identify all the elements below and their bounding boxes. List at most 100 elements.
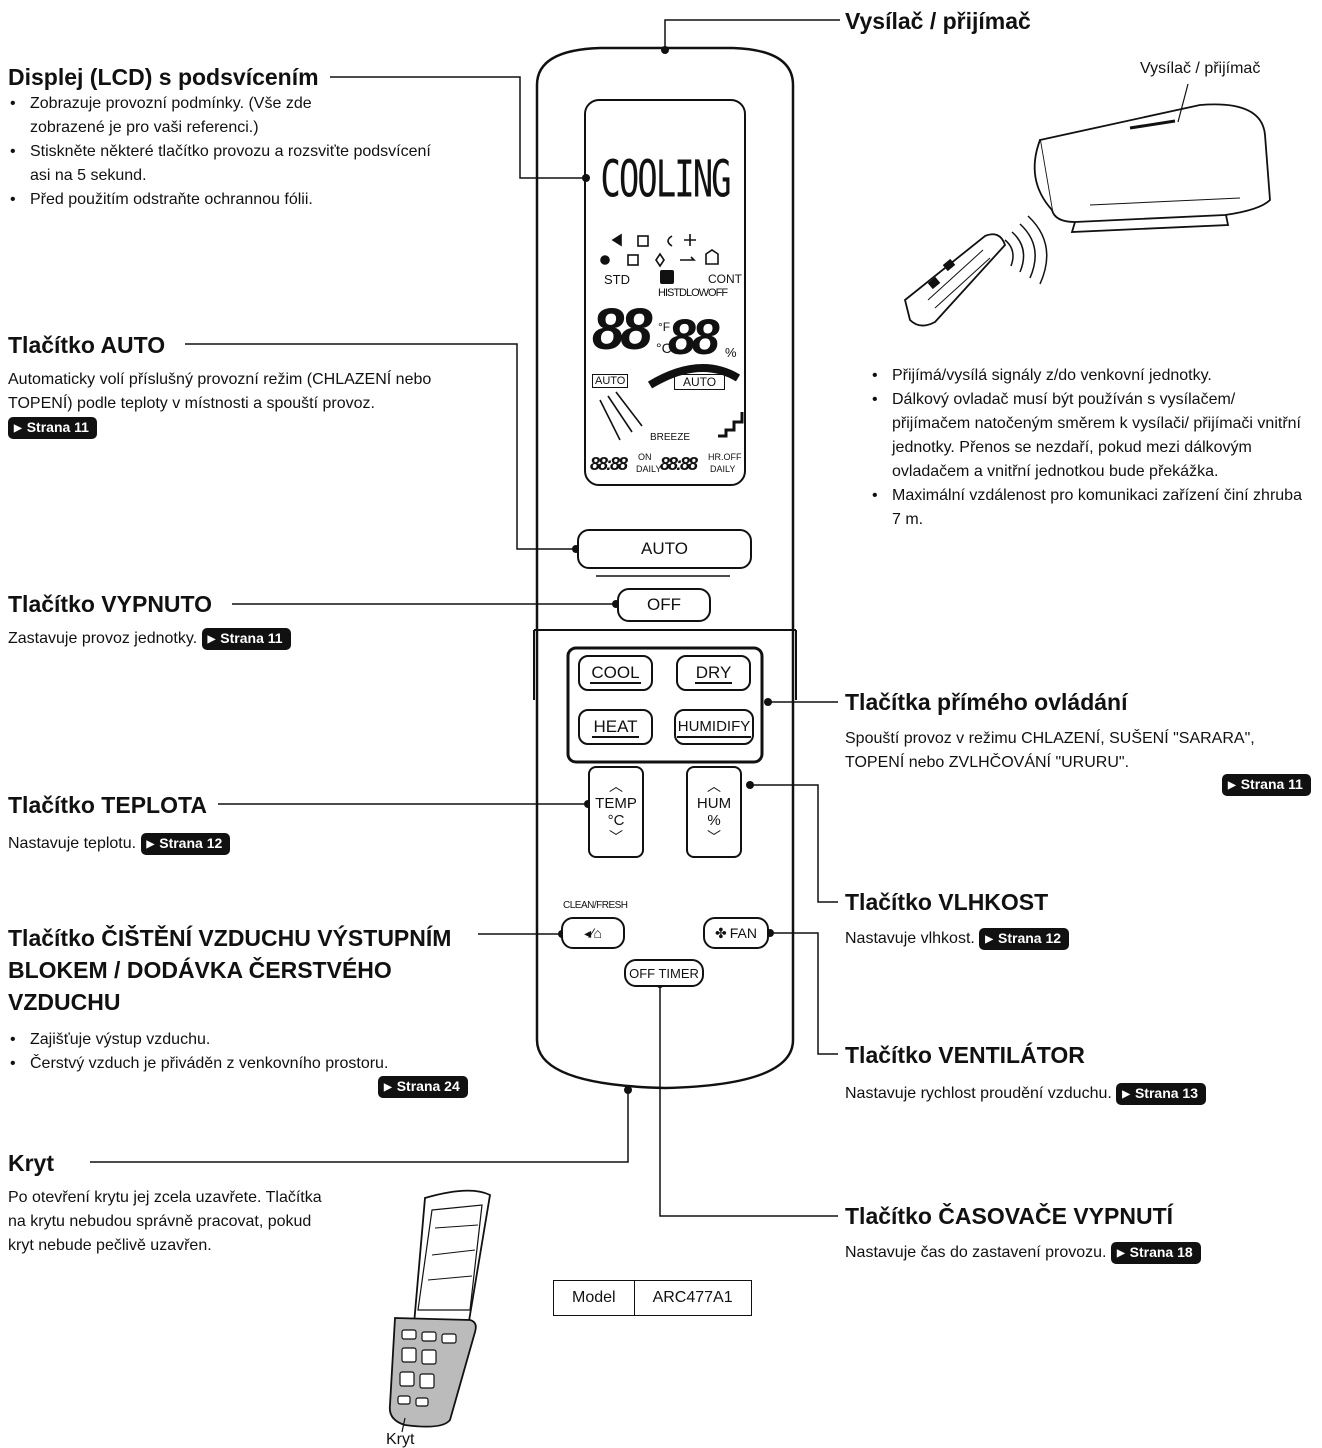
direct-buttons-frame xyxy=(566,646,764,764)
off-text: Zastavuje provoz jednotky. xyxy=(8,630,198,647)
auto-page-ref-label: Strana 11 xyxy=(26,418,89,435)
clean-bullet: Zajišťuje výstup vzduchu. xyxy=(8,1028,478,1052)
lcd-icons xyxy=(599,233,744,441)
direct-page-ref-label: Strana 11 xyxy=(1240,776,1303,792)
transmitter-bullet: Přijímá/vysílá signály z/do venkovní jed… xyxy=(870,364,1320,388)
lcd-daily: DAILY xyxy=(636,464,662,474)
temp-heading: Tlačítko TEPLOTA xyxy=(8,792,207,818)
lcd-auto-mid: AUTO xyxy=(674,374,726,390)
timer-page-ref[interactable]: ▶ Strana 18 xyxy=(1110,1241,1201,1264)
clean-page-ref-wrap: ▶ Strana 24 xyxy=(378,1076,468,1098)
lcd-breeze: BREEZE xyxy=(650,432,691,443)
auto-page-ref[interactable]: ▶ Strana 11 xyxy=(8,416,97,439)
off-timer-button-label: OFF TIMER xyxy=(629,965,699,981)
lcd-unit-f: °F xyxy=(658,320,671,334)
clean-heading: Tlačítko ČIŠTĚNÍ VZDUCHU VÝSTUPNÍM BLOKE… xyxy=(8,925,452,1015)
direct-page-ref[interactable]: ▶ Strana 11 xyxy=(1222,774,1311,796)
direct-description: Spouští provoz v režimu CHLAZENÍ, SUŠENÍ… xyxy=(845,730,1255,771)
play-icon: ▶ xyxy=(985,933,993,945)
fan-description: Nastavuje rychlost proudění vzduchu. ▶St… xyxy=(845,1082,1315,1106)
clean-page-ref[interactable]: ▶ Strana 24 xyxy=(378,1076,468,1098)
temp-text: Nastavuje teplotu. xyxy=(8,835,137,852)
auto-button[interactable]: AUTO xyxy=(577,529,752,569)
auto-button-label: AUTO xyxy=(641,539,688,558)
off-button[interactable]: OFF xyxy=(617,588,711,622)
off-timer-button[interactable]: OFF TIMER xyxy=(624,959,704,987)
lcd-mode-text: COOLING xyxy=(600,150,731,210)
fan-heading: Tlačítko VENTILÁTOR xyxy=(845,1042,1085,1068)
temp-button-label: TEMP xyxy=(595,795,637,812)
fan-button[interactable]: ✤ FAN xyxy=(703,917,769,949)
clean-fresh-label: CLEAN/FRESH xyxy=(563,900,628,911)
humidify-button[interactable]: HUMIDIFY xyxy=(674,709,754,745)
lcd-auto-left: AUTO xyxy=(592,374,629,388)
off-button-label: OFF xyxy=(647,595,681,614)
timer-heading: Tlačítko ČASOVAČE VYPNUTÍ xyxy=(845,1203,1174,1229)
remote-small-illustration xyxy=(903,233,1007,327)
hum-button-label: HUM xyxy=(696,795,732,812)
temp-page-ref[interactable]: ▶Strana 12 xyxy=(140,832,231,855)
lcd-std-label: STD xyxy=(604,272,630,287)
off-description: Zastavuje provoz jednotky. ▶Strana 11 xyxy=(8,627,458,651)
hum-description: Nastavuje vlhkost. ▶Strana 12 xyxy=(845,927,1315,951)
play-icon: ▶ xyxy=(14,422,22,434)
clean-fresh-icon: ◂⁄⌂ xyxy=(584,924,602,941)
indoor-unit xyxy=(1033,103,1271,233)
clean-bullets: Zajišťuje výstup vzduchu. Čerstvý vzduch… xyxy=(8,1028,478,1076)
play-icon: ▶ xyxy=(1116,1247,1125,1259)
heat-button-label: HEAT xyxy=(592,716,639,738)
heat-button[interactable]: HEAT xyxy=(578,709,653,745)
direct-heading: Tlačítka přímého ovládání xyxy=(845,689,1128,715)
display-bullets: Zobrazuje provozní podmínky. (Vše zde zo… xyxy=(8,92,468,212)
off-page-ref[interactable]: ▶Strana 11 xyxy=(201,627,291,650)
cool-button[interactable]: COOL xyxy=(578,655,653,691)
temp-button-unit: °C xyxy=(607,812,625,829)
transmitter-heading: Vysílač / přijímač xyxy=(845,8,1031,34)
transmitter-bullet: Dálkový ovladač musí být používán s vysí… xyxy=(870,388,1312,484)
auto-text: Automaticky volí příslušný provozní reži… xyxy=(8,371,432,412)
hum-page-ref[interactable]: ▶Strana 12 xyxy=(979,927,1070,950)
auto-description: Automaticky volí příslušný provozní reži… xyxy=(8,368,458,440)
play-icon: ▶ xyxy=(146,838,155,850)
play-icon: ▶ xyxy=(384,1082,392,1093)
chevron-up-icon: ︿ xyxy=(707,778,721,794)
fan-text: Nastavuje rychlost proudění vzduchu. xyxy=(845,1085,1112,1102)
hum-heading: Tlačítko VLHKOST xyxy=(845,889,1049,915)
model-label: Model xyxy=(572,1289,616,1306)
lcd-frame xyxy=(584,99,746,486)
clean-page-ref-label: Strana 24 xyxy=(396,1078,460,1094)
fan-icon: ✤ xyxy=(715,924,727,941)
display-bullet: Stiskněte některé tlačítko provozu a roz… xyxy=(8,140,450,188)
lcd-timer-right: 88:88 xyxy=(660,454,698,474)
model-value: ARC477A1 xyxy=(633,1281,751,1315)
lcd-fanspeed-label: HISTDLOWOFF xyxy=(658,287,728,299)
fan-page-ref[interactable]: ▶Strana 13 xyxy=(1116,1082,1207,1105)
temp-description: Nastavuje teplotu. ▶Strana 12 xyxy=(8,832,458,856)
remote-body xyxy=(535,46,795,1090)
hum-button[interactable]: ︿ HUM % ﹀ xyxy=(686,766,742,858)
auto-heading: Tlačítko AUTO xyxy=(8,332,166,358)
humidify-button-label: HUMIDIFY xyxy=(676,717,752,738)
play-icon: ▶ xyxy=(207,633,216,645)
play-icon: ▶ xyxy=(1228,780,1236,791)
lcd-percent: % xyxy=(725,345,737,360)
play-icon: ▶ xyxy=(1122,1088,1130,1100)
dry-button[interactable]: DRY xyxy=(676,655,751,691)
display-heading: Displej (LCD) s podsvícením xyxy=(8,64,319,90)
timer-text: Nastavuje čas do zastavení provozu. xyxy=(845,1244,1107,1261)
direct-page-ref-wrap: ▶ Strana 11 xyxy=(1222,774,1311,796)
display-bullet: Zobrazuje provozní podmínky. (Vše zde zo… xyxy=(8,92,360,140)
clean-fresh-button[interactable]: ◂⁄⌂ xyxy=(561,917,625,949)
chevron-down-icon: ﹀ xyxy=(707,829,721,845)
lcd-hum-digits: 88 xyxy=(668,309,720,365)
lcd-hr-off: HR.OFF xyxy=(708,452,742,462)
lcd-drop-icon xyxy=(660,270,674,284)
temp-button[interactable]: ︿ TEMP °C ﹀ xyxy=(588,766,644,858)
fan-button-label: FAN xyxy=(729,925,757,941)
remote-cover-edge xyxy=(533,629,797,700)
transmitter-bullet: Maximální vzdálenost pro komunikaci zaří… xyxy=(870,484,1312,532)
dry-button-label: DRY xyxy=(694,662,733,684)
cover-caption: Kryt xyxy=(386,1431,415,1448)
timer-page-ref-label: Strana 18 xyxy=(1129,1243,1193,1260)
